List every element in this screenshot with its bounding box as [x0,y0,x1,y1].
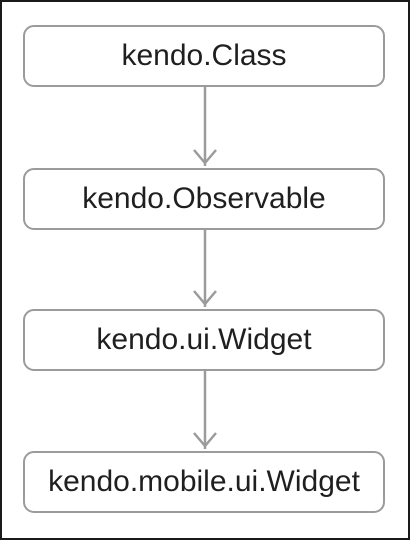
node-kendo-mobile-ui-widget: kendo.mobile.ui.Widget [23,451,385,513]
node-kendo-observable: kendo.Observable [23,168,385,230]
node-label: kendo.ui.Widget [96,323,312,356]
node-label: kendo.Class [121,39,287,72]
node-kendo-class: kendo.Class [23,25,385,87]
node-label: kendo.Observable [82,182,326,215]
node-label: kendo.mobile.ui.Widget [48,465,360,498]
node-kendo-ui-widget: kendo.ui.Widget [23,309,385,371]
